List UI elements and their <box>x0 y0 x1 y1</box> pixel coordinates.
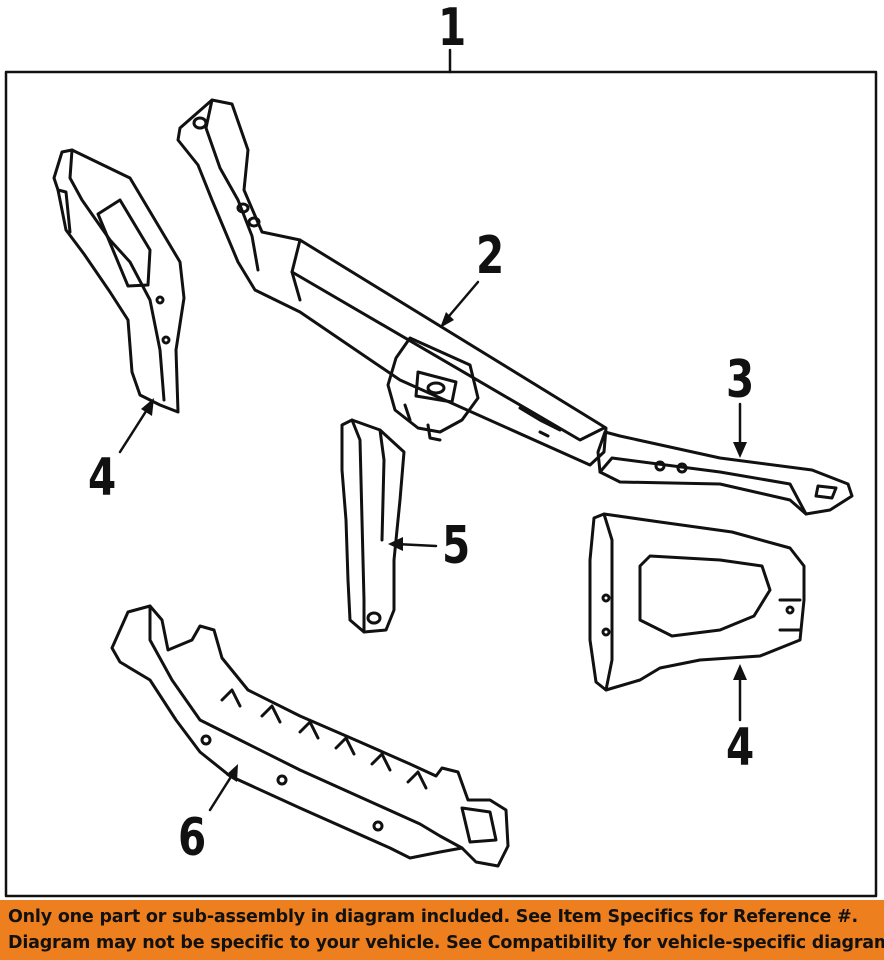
leader-4-left <box>118 403 152 454</box>
part-4-right-headlamp-support <box>588 512 806 692</box>
callout-arrowheads <box>141 312 747 782</box>
callout-4-right: 4 <box>725 718 755 778</box>
callout-1: 1 <box>437 0 467 58</box>
disclaimer-banner: Only one part or sub-assembly in diagram… <box>0 900 884 960</box>
part-4-left-headlamp-support <box>52 148 186 414</box>
parts-diagram <box>4 48 878 898</box>
callout-6: 6 <box>177 808 207 868</box>
callout-5: 5 <box>441 516 471 576</box>
leader-6 <box>208 770 236 812</box>
callout-leaders <box>118 280 742 812</box>
part-2-upper-tie-bar <box>176 98 608 467</box>
leader-2 <box>442 280 480 324</box>
arrowhead-6 <box>226 764 238 782</box>
disclaimer-line-2: Diagram may not be specific to your vehi… <box>8 933 884 953</box>
part-6-lower-tie-bar <box>110 604 510 868</box>
callout-4-left: 4 <box>87 448 117 508</box>
part-3-right-extension <box>596 430 854 516</box>
arrowhead-4-right <box>733 664 747 680</box>
arrowhead-3 <box>733 442 747 458</box>
part-5-center-support <box>340 418 406 634</box>
disclaimer-line-1: Only one part or sub-assembly in diagram… <box>8 907 858 927</box>
arrowhead-4-left <box>141 398 154 416</box>
arrowhead-2 <box>440 312 454 328</box>
arrowhead-5 <box>388 537 403 551</box>
assembly-bracket-frame <box>4 70 878 898</box>
callout-2: 2 <box>475 226 505 286</box>
callout-3: 3 <box>725 350 755 410</box>
